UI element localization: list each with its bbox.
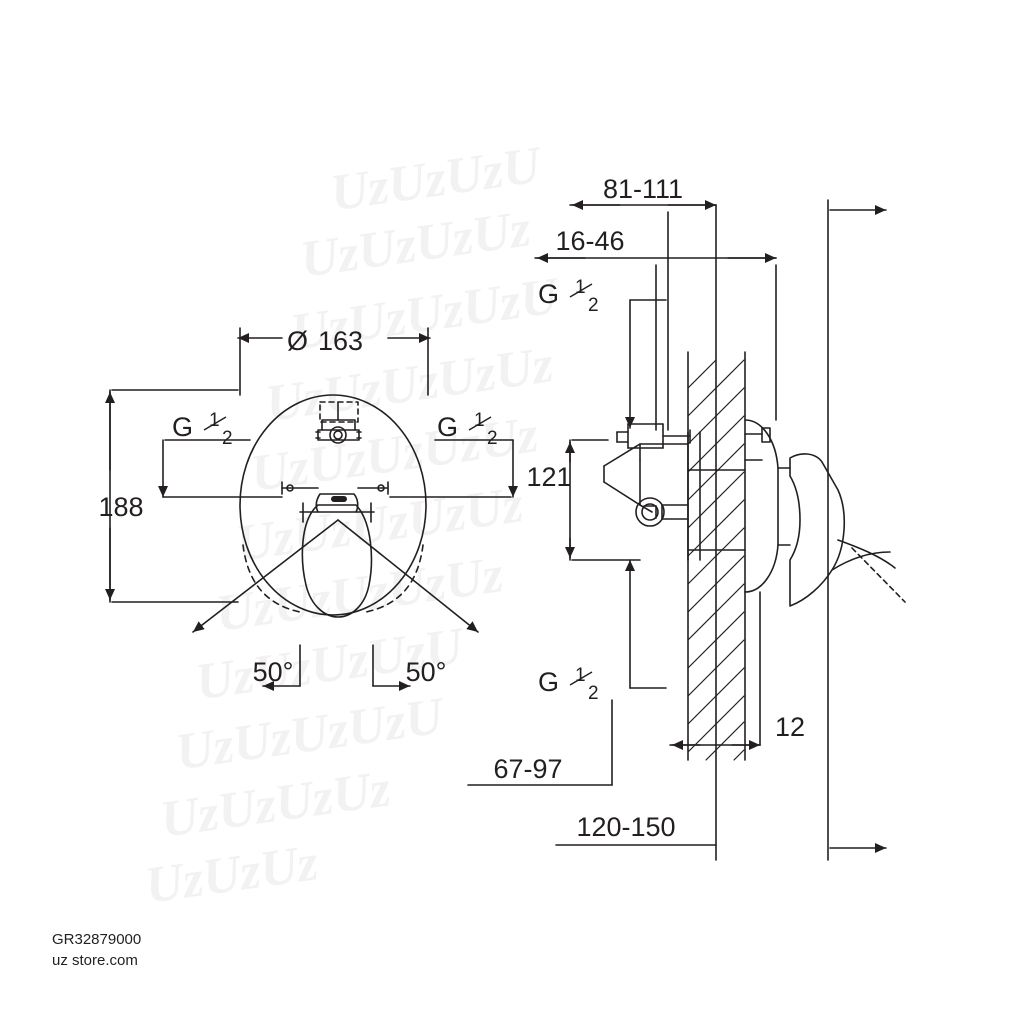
- product-code: GR32879000: [52, 931, 142, 948]
- svg-text:2: 2: [588, 683, 599, 704]
- dim-12: [669, 591, 761, 750]
- footer-info: GR32879000 uz store.com: [52, 929, 141, 971]
- svg-text:1: 1: [575, 277, 586, 298]
- label-16-46: 16-46: [555, 226, 624, 256]
- svg-text:163: 163: [318, 326, 363, 356]
- label-121: 121: [526, 462, 571, 492]
- svg-text:1: 1: [575, 665, 586, 686]
- svg-text:Ø: Ø: [287, 326, 308, 356]
- dim-67-97: [467, 699, 613, 786]
- svg-text:2: 2: [222, 428, 233, 449]
- dim-angle-right: [337, 519, 479, 691]
- label-thread-top: G 1 2: [538, 277, 599, 316]
- dim-thread-right: [389, 439, 518, 498]
- svg-text:G: G: [437, 412, 458, 442]
- side-view-escutcheon: [744, 419, 791, 593]
- dim-81-111: [569, 200, 717, 861]
- side-view-body: [603, 423, 771, 561]
- svg-text:2: 2: [588, 295, 599, 316]
- dim-thread-left: [158, 439, 283, 498]
- label-angle-right: 50°: [406, 657, 447, 687]
- svg-text:G: G: [538, 279, 559, 309]
- svg-text:G: G: [172, 412, 193, 442]
- dim-thread-top: [625, 299, 667, 429]
- dim-thread-bottom: [625, 559, 667, 689]
- dim-height-188: [105, 389, 239, 603]
- label-thread-right: G 1 2: [437, 410, 498, 449]
- front-view-top-fitting: [315, 419, 362, 444]
- svg-text:1: 1: [474, 410, 485, 431]
- label-12: 12: [775, 712, 805, 742]
- front-view-escutcheon: [239, 394, 427, 616]
- svg-text:1: 1: [209, 410, 220, 431]
- svg-text:G: G: [538, 667, 559, 697]
- label-diameter: Ø 163: [287, 326, 363, 356]
- label-thread-bottom: G 1 2: [538, 665, 599, 704]
- label-thread-left: G 1 2: [172, 410, 233, 449]
- dim-diameter-163: [237, 327, 431, 396]
- dim-right-reference: [827, 199, 887, 861]
- dim-angle-left: [192, 519, 339, 691]
- dim-16-46: [534, 253, 777, 431]
- site-name: uz store.com: [52, 952, 138, 969]
- label-81-111: 81-111: [603, 174, 683, 204]
- label-188: 188: [98, 492, 143, 522]
- label-angle-left: 50°: [253, 657, 294, 687]
- label-120-150: 120-150: [576, 812, 675, 842]
- label-67-97: 67-97: [493, 754, 562, 784]
- svg-text:2: 2: [487, 428, 498, 449]
- dim-121: [565, 439, 641, 561]
- side-view-lever: [789, 453, 896, 607]
